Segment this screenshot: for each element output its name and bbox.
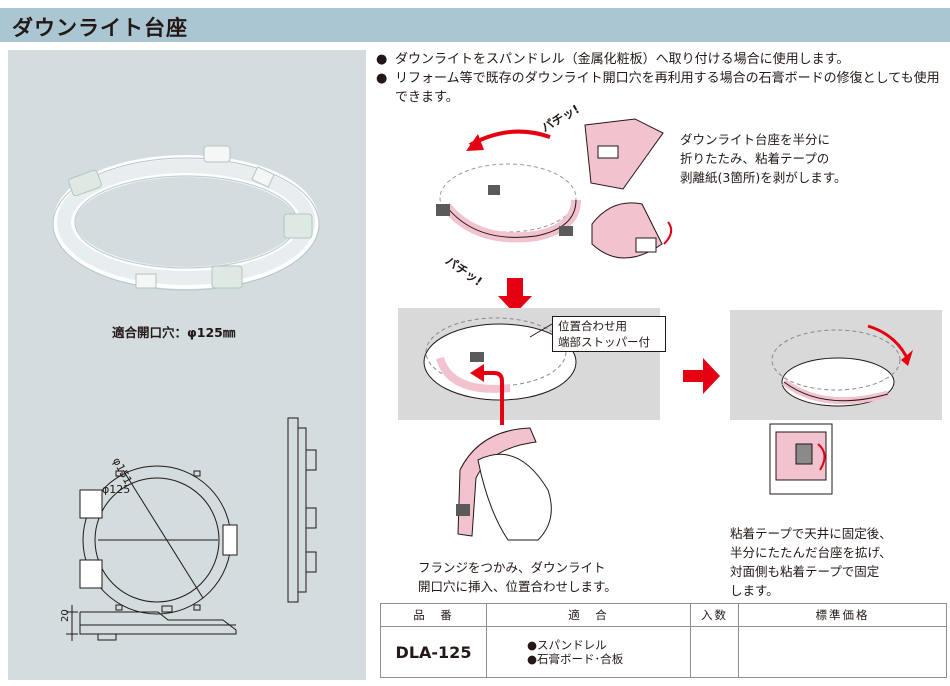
header-price: 標準価格 — [738, 603, 947, 627]
page-title: ダウンライト台座 — [12, 16, 188, 40]
step2-text: フランジをつかみ、ダウンライト 開口穴に挿入、位置合わせします。 — [418, 560, 617, 594]
right-arrow-icon — [683, 358, 720, 394]
inner-diameter-label: φ125 — [102, 483, 131, 496]
table-header-row: 品 番 適 合 入数 標準価格 — [380, 603, 947, 627]
header-part-no: 品 番 — [380, 603, 487, 627]
step3-text: 粘着テープで天井に固定後、 半分にたたんだ台座を拡げ、 対面側も粘着テープで固定… — [730, 526, 892, 598]
feature-item: ● リフォーム等で既存のダウンライト開口穴を再利用する場合の石膏ボードの修復とし… — [376, 71, 940, 105]
applications-cell: ●スパンドレル ●石膏ボード･合板 — [486, 626, 691, 678]
down-arrow-icon — [498, 278, 532, 314]
product-photo-panel: 適合開口穴：φ125㎜ φ151 φ125 20 — [8, 50, 366, 680]
title-bar: ダウンライト台座 — [0, 8, 950, 42]
bullet-mark: ● — [376, 52, 388, 67]
spec-table: 品 番 適 合 入数 標準価格 DLA-125 ●スパンドレル ●石膏ボード･合… — [380, 603, 947, 678]
fit-hole-label: 適合開口穴：φ125㎜ — [112, 325, 236, 340]
unfold-arrow-icon — [901, 350, 913, 366]
fold-arrow-icon — [466, 134, 484, 151]
technical-drawing — [66, 417, 317, 641]
feature-item: ● ダウンライトをスパンドレル（金属化粧板）へ取り付ける場合に使用します。 — [376, 52, 850, 67]
part-number: DLA-125 — [380, 626, 487, 678]
step1-text: ダウンライト台座を半分に 折りたたみ、粘着テープの 剥離紙(3箇所)を剥がします… — [680, 132, 847, 185]
insert-arrow-icon — [470, 364, 484, 382]
price-cell — [738, 626, 947, 678]
product-ring-photo — [52, 145, 320, 291]
table-row: DLA-125 ●スパンドレル ●石膏ボード･合板 — [380, 626, 947, 678]
qty-cell — [690, 626, 739, 678]
bullet-mark: ● — [376, 71, 388, 86]
header-qty: 入数 — [690, 603, 739, 627]
header-applications: 適 合 — [486, 603, 691, 627]
feature-list: ● ダウンライトをスパンドレル（金属化粧板）へ取り付ける場合に使用します。 ● … — [376, 50, 946, 107]
stopper-callout: 位置合わせ用 端部ストッパー付 — [552, 316, 666, 352]
